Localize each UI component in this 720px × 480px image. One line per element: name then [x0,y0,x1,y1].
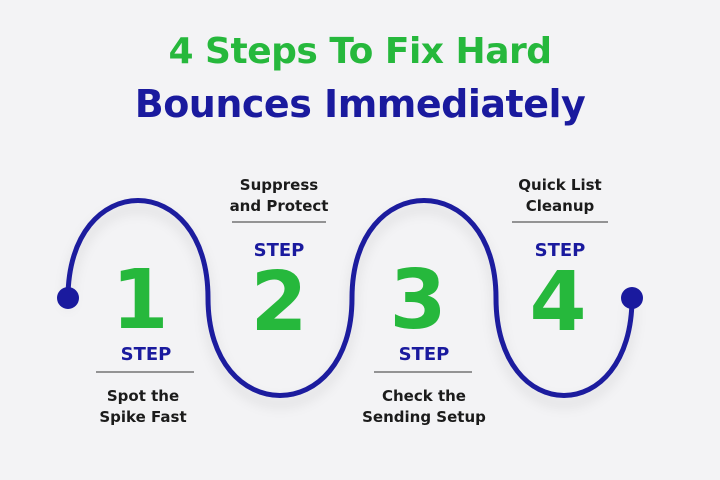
step-1: 1 STEP Spot the Spike Fast [96,253,194,426]
wave-end-dot [621,287,643,309]
step-4-number: 4 [529,255,586,350]
step-3-caption-line-2: Sending Setup [362,408,486,426]
step-1-number: 1 [111,253,168,348]
step-4-caption-line-2: Cleanup [526,197,595,215]
step-4-caption-line-1: Quick List [518,176,601,194]
step-1-caption-line-2: Spike Fast [99,408,186,426]
wave-start-dot [57,287,79,309]
step-1-caption-line-1: Spot the [107,387,179,405]
wave-path [65,198,635,398]
step-4-label: STEP [535,240,586,261]
step-3-label: STEP [399,344,450,365]
step-2: Suppress and Protect STEP 2 [230,176,329,350]
title-line-2: Bounces Immediately [134,82,586,126]
step-1-label: STEP [121,344,172,365]
step-2-caption-line-1: Suppress [240,176,318,194]
step-3-number: 3 [389,253,446,348]
step-4: Quick List Cleanup STEP 4 [512,176,608,350]
step-2-number: 2 [250,255,307,350]
step-2-caption-line-2: and Protect [230,197,329,215]
title-line-1: 4 Steps To Fix Hard [168,31,552,72]
step-3: 3 STEP Check the Sending Setup [362,253,486,426]
step-2-label: STEP [254,240,305,261]
step-3-caption-line-1: Check the [382,387,466,405]
